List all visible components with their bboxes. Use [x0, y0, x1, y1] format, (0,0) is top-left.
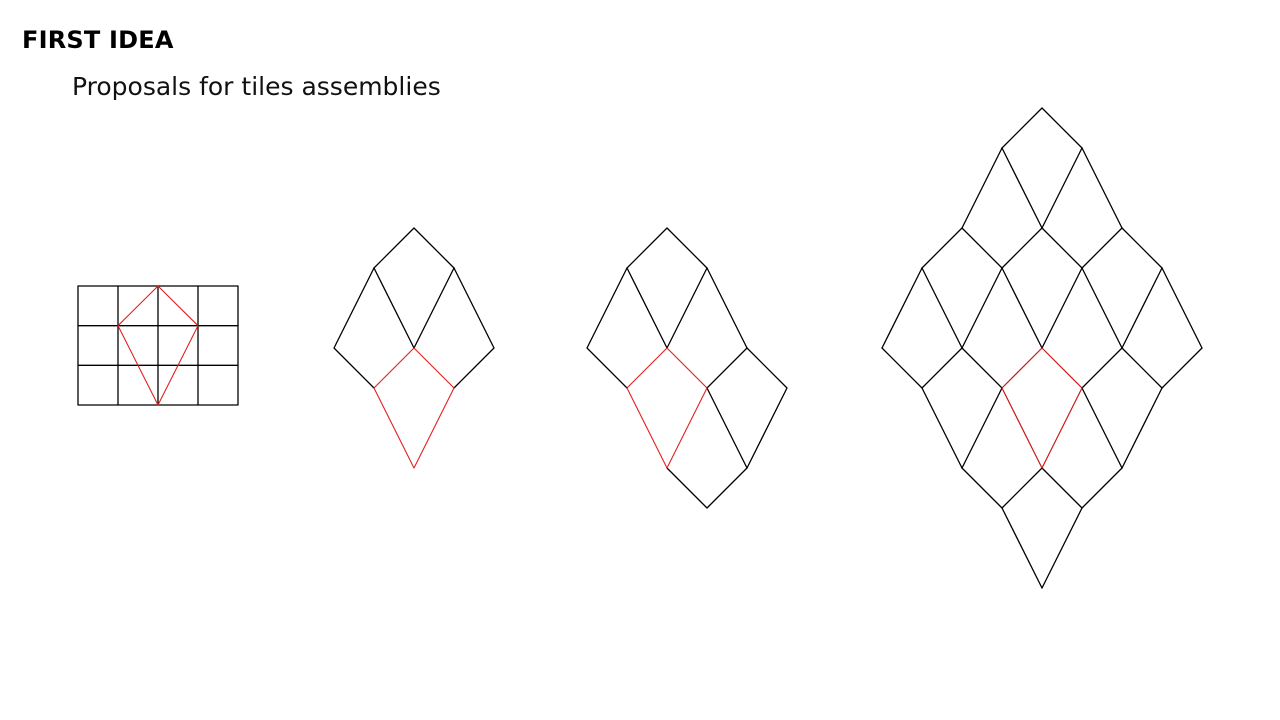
slide-title: FIRST IDEA: [22, 26, 174, 54]
grid-kite-figure: [77, 285, 239, 406]
assembly-1-black-lines: [333, 227, 495, 389]
assembly-2-figure: [586, 227, 788, 509]
assembly-1-figure: [333, 227, 495, 469]
grid: [77, 285, 239, 406]
assembly-3-red-kite: [1001, 347, 1083, 469]
assembly-1-red-kite: [373, 347, 455, 469]
assembly-2-red-kite: [626, 347, 708, 469]
assembly-2-black-lines: [586, 227, 788, 509]
kite-outline: [117, 285, 199, 406]
slide-subtitle: Proposals for tiles assemblies: [72, 72, 441, 101]
assembly-3-black-lines: [881, 107, 1203, 589]
assembly-3-figure: [881, 107, 1203, 589]
